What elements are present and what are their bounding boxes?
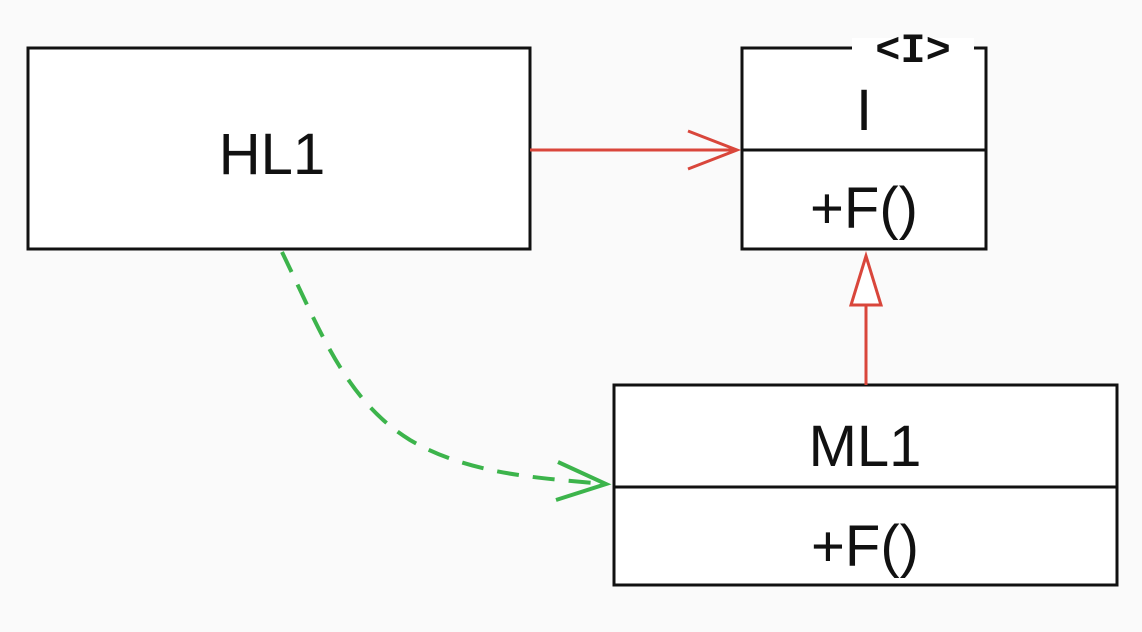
stereotype-gap <box>852 38 974 60</box>
interface-i-node[interactable]: <I> I +F() <box>740 27 988 251</box>
hl1-node[interactable]: HL1 <box>26 46 532 251</box>
hl1-label: HL1 <box>219 122 325 187</box>
ml1-name: ML1 <box>809 414 922 479</box>
ml1-node[interactable]: ML1 +F() <box>612 383 1119 587</box>
association-arrow-hl1-to-i <box>530 129 742 171</box>
interface-i-member: +F() <box>810 176 918 241</box>
ml1-member: +F() <box>811 514 919 579</box>
realization-arrow-ml1-to-i <box>848 250 884 385</box>
dependency-arrowhead <box>555 460 612 502</box>
dependency-line <box>280 251 606 486</box>
dependency-arrow-hl1-to-ml1 <box>280 251 612 502</box>
hl1-box <box>26 46 532 251</box>
realization-arrowhead <box>848 250 884 307</box>
association-arrowhead <box>687 129 742 171</box>
interface-stereotype: <I> <box>875 27 951 75</box>
ml1-box <box>612 383 1119 587</box>
interface-i-name: I <box>856 78 872 143</box>
